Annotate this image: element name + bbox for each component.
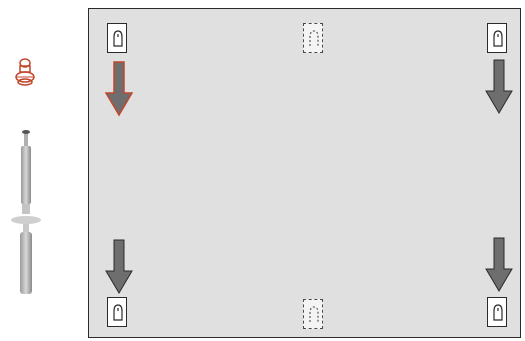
mounting-bracket-icon [107, 297, 127, 327]
mounting-panel [88, 8, 521, 338]
optional-bracket-icon [303, 299, 323, 329]
bolt-icon [10, 56, 40, 90]
down-arrow-icon [485, 59, 513, 114]
rod-part-icon [8, 122, 44, 302]
optional-bracket-icon [303, 23, 323, 53]
mounting-bracket-icon [487, 23, 507, 53]
mounting-bracket-icon [487, 297, 507, 327]
down-arrow-icon [105, 239, 133, 294]
mounting-bracket-icon [107, 23, 127, 53]
down-arrow-icon [485, 237, 513, 292]
down-arrow-icon [105, 61, 133, 117]
